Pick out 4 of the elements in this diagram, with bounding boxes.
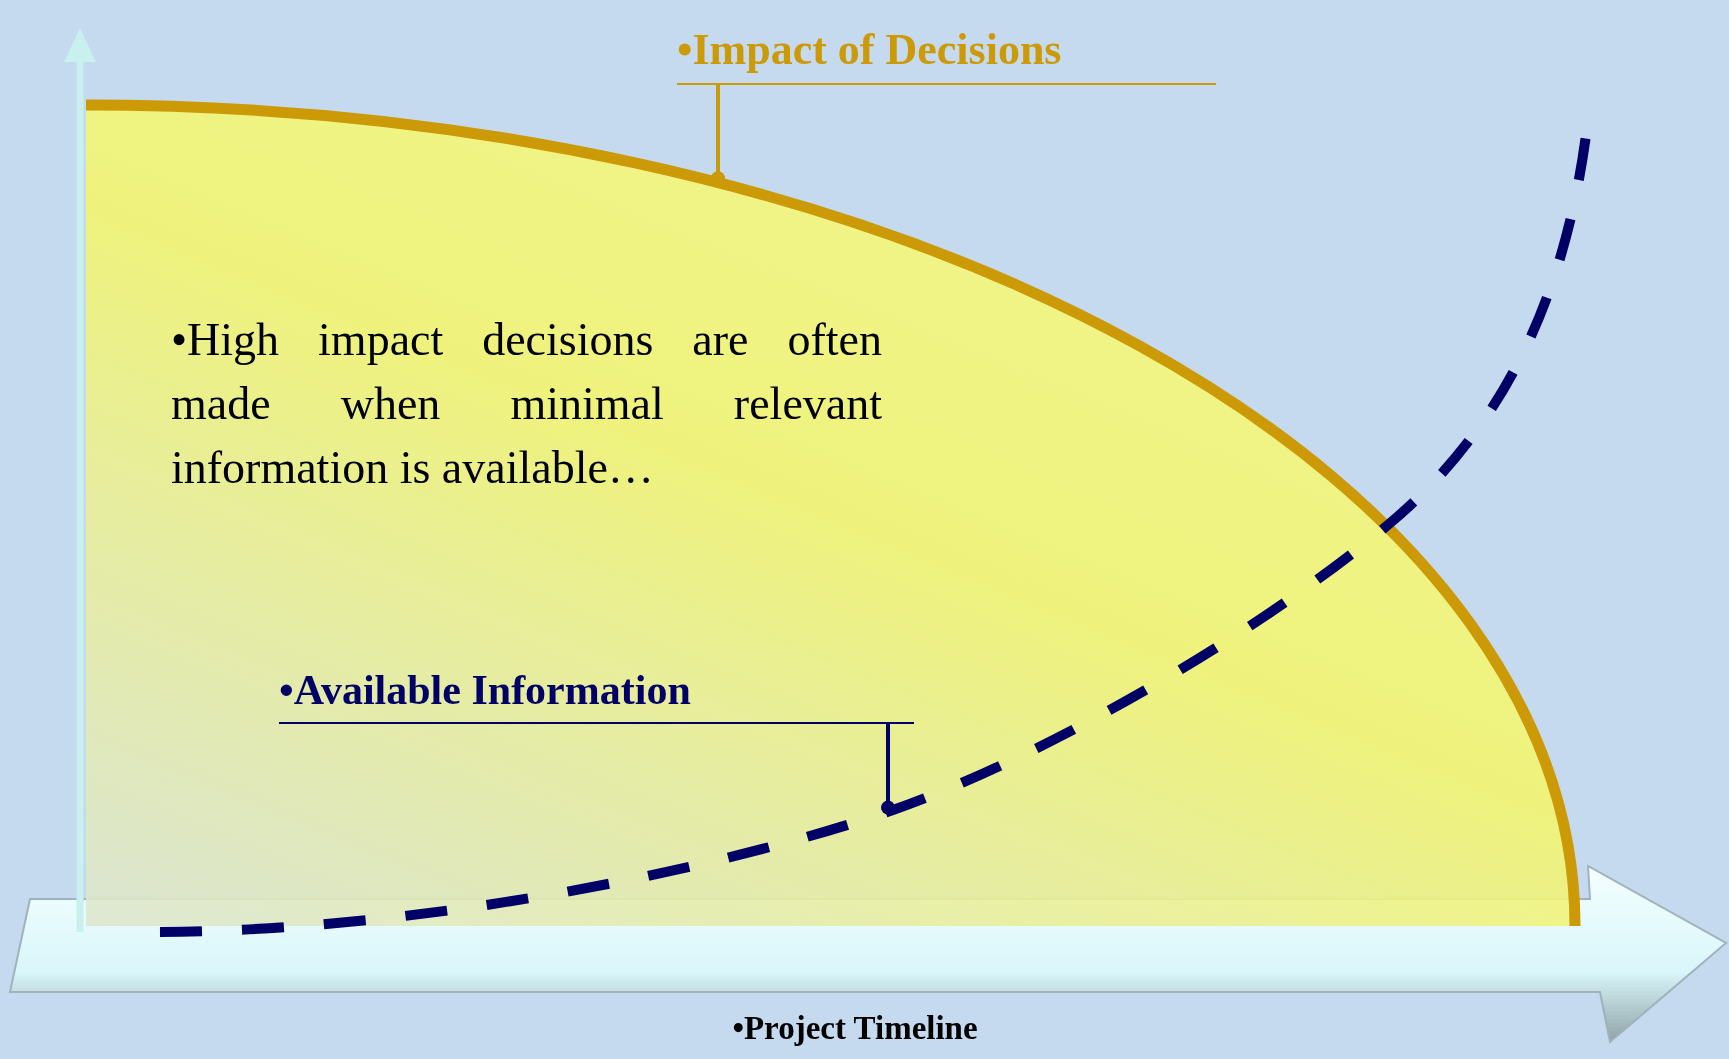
axis-label: •Project Timeline [731, 1010, 979, 1047]
note-text: •High impact decisions are often made when minimal relevant information is available… [171, 313, 882, 495]
leader-line [881, 723, 895, 815]
curve-label: •Impact of Decisions [677, 24, 1216, 85]
